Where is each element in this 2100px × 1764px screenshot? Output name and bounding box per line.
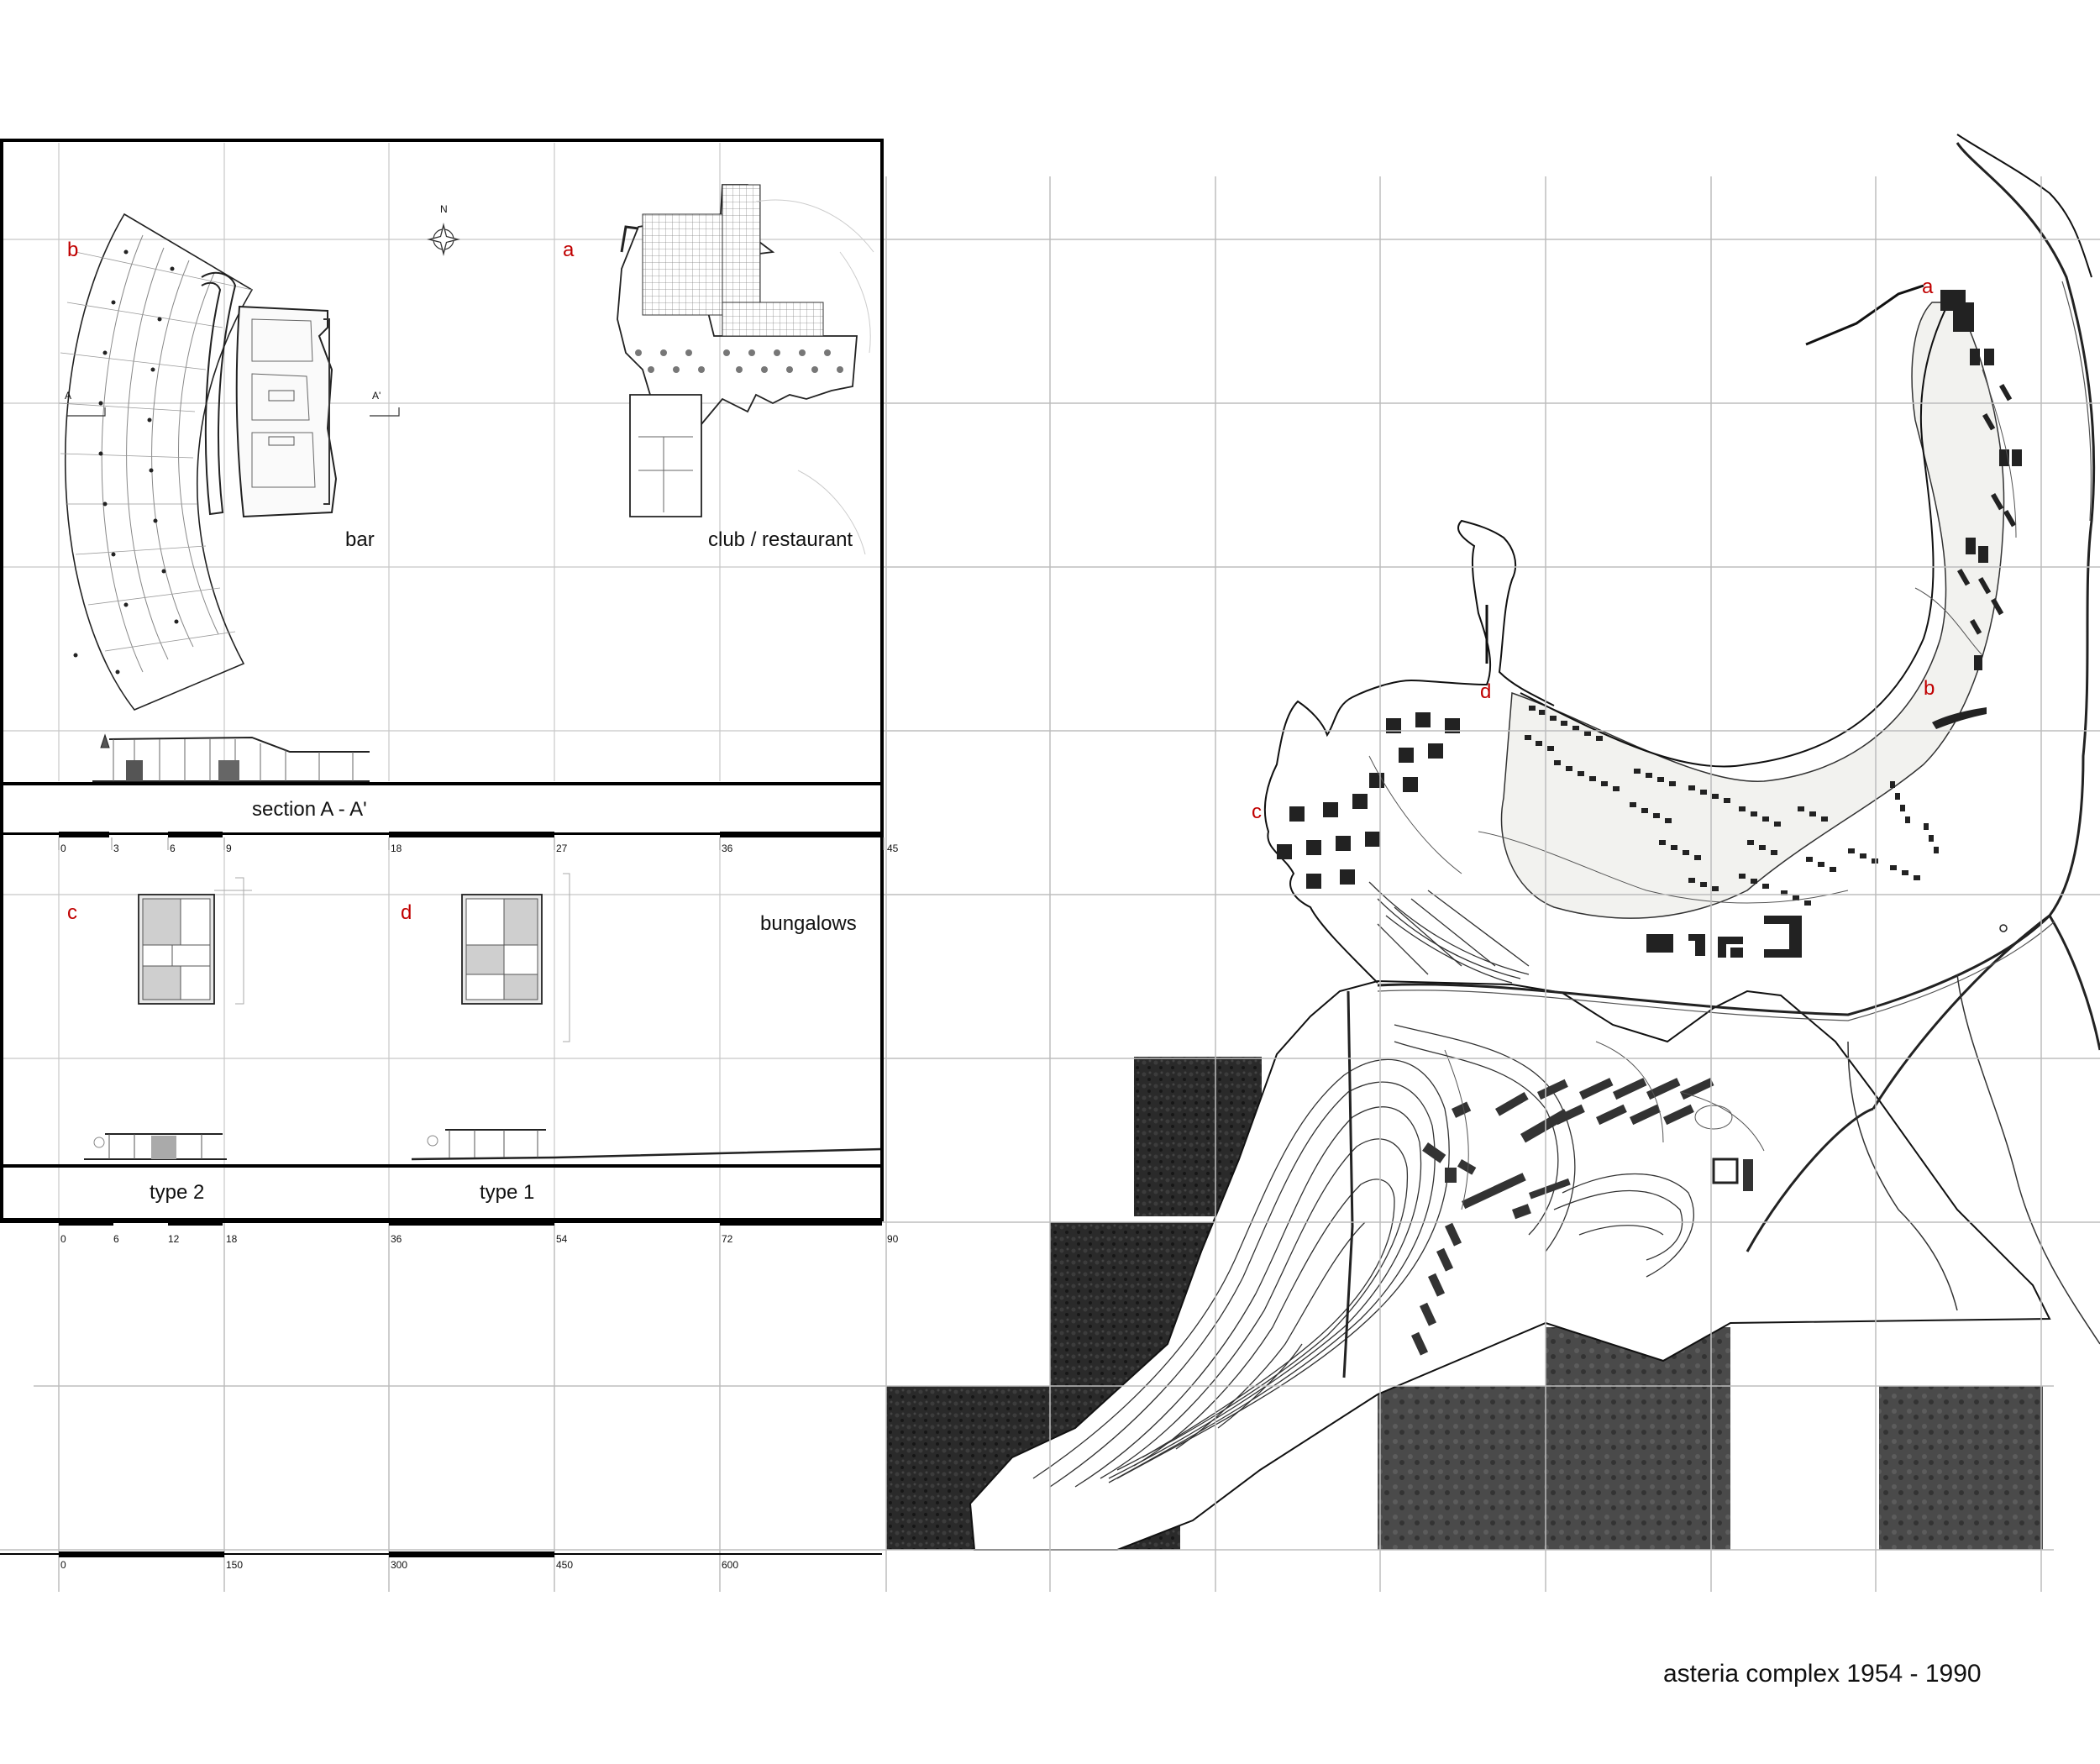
paths <box>1368 369 2017 1210</box>
site-label-c: c <box>1252 801 1262 823</box>
central-buildings <box>1646 916 1802 958</box>
south-buildings <box>1411 1078 1753 1356</box>
bungalow-type2-section <box>84 1133 227 1160</box>
bungalow-c-letter: c <box>67 901 77 924</box>
section-marker-a-prime: A' <box>372 390 381 402</box>
scale1-tick: 6 <box>170 843 176 854</box>
bar-section-drawing <box>92 733 370 782</box>
scale2-tick: 12 <box>168 1233 180 1245</box>
club-caption: club / restaurant <box>708 528 853 551</box>
club-letter: a <box>563 239 575 261</box>
bay-beach <box>1500 302 2005 919</box>
scale1-tick: 0 <box>60 843 66 854</box>
bar-letter: b <box>67 239 79 261</box>
jetties <box>1485 284 1924 664</box>
site-label-d: d <box>1480 680 1492 703</box>
scale3-tick: 600 <box>722 1559 739 1571</box>
sheet-title: asteria complex 1954 - 1990 <box>1663 1660 1982 1688</box>
site-label-b: b <box>1924 677 1935 700</box>
scale-bar-2 <box>0 1220 882 1226</box>
eastern-coastline-3 <box>1956 974 2100 1345</box>
site-buildings-c <box>1277 794 1380 889</box>
western-headland <box>1263 519 1555 984</box>
type2-caption: type 2 <box>150 1181 205 1204</box>
main-road <box>1342 142 2100 1378</box>
bungalow-c-plan <box>138 877 252 1005</box>
scale1-tick: 45 <box>887 843 899 854</box>
scale2-tick: 54 <box>556 1233 568 1245</box>
sheet-grid <box>0 176 2100 1592</box>
scale3-tick: 300 <box>391 1559 408 1571</box>
site-buildings-d <box>1369 712 1460 792</box>
scale1-tick: 9 <box>226 843 232 854</box>
scale1-tick: 3 <box>113 843 119 854</box>
scale1-tick: 18 <box>391 843 402 854</box>
scale2-tick: 90 <box>887 1233 899 1245</box>
eastern-coastline <box>1956 134 2092 278</box>
section-caption: section A - A' <box>252 798 367 821</box>
bay-shoreline <box>1520 302 1950 768</box>
site-label-a: a <box>1922 276 1934 298</box>
bar-caption: bar <box>345 528 375 551</box>
north-arrow <box>427 223 460 256</box>
scale1-tick: 36 <box>722 843 733 854</box>
scale3-tick: 0 <box>60 1559 66 1571</box>
club-plan-drawing <box>617 184 874 555</box>
scale3-tick: 450 <box>556 1559 574 1571</box>
scale2-tick: 18 <box>226 1233 238 1245</box>
bar-building-site <box>1932 707 1987 729</box>
scale1-tick: 27 <box>556 843 568 854</box>
scale2-tick: 6 <box>113 1233 119 1245</box>
scale-bar-3 <box>0 1551 882 1557</box>
row-bungalows <box>1525 706 1939 906</box>
scale2-tick: 36 <box>391 1233 402 1245</box>
bungalow-d-plan <box>461 873 570 1042</box>
scale2-tick: 0 <box>60 1233 66 1245</box>
scale2-tick: 72 <box>722 1233 733 1245</box>
site-marker-south <box>1999 924 2008 932</box>
bungalow-type1-section <box>411 1129 883 1161</box>
section-marker-a: A <box>65 390 72 402</box>
scale-bar-1 <box>0 832 885 850</box>
scale3-tick: 150 <box>226 1559 244 1571</box>
north-label: N <box>440 203 448 215</box>
shore-buildings <box>1932 290 2022 729</box>
eastern-coastline-2 <box>1847 1041 1958 1311</box>
bar-plan-drawing <box>58 213 400 711</box>
bungalow-d-letter: d <box>401 901 412 924</box>
type1-caption: type 1 <box>480 1181 535 1204</box>
bungalows-caption: bungalows <box>760 912 857 935</box>
